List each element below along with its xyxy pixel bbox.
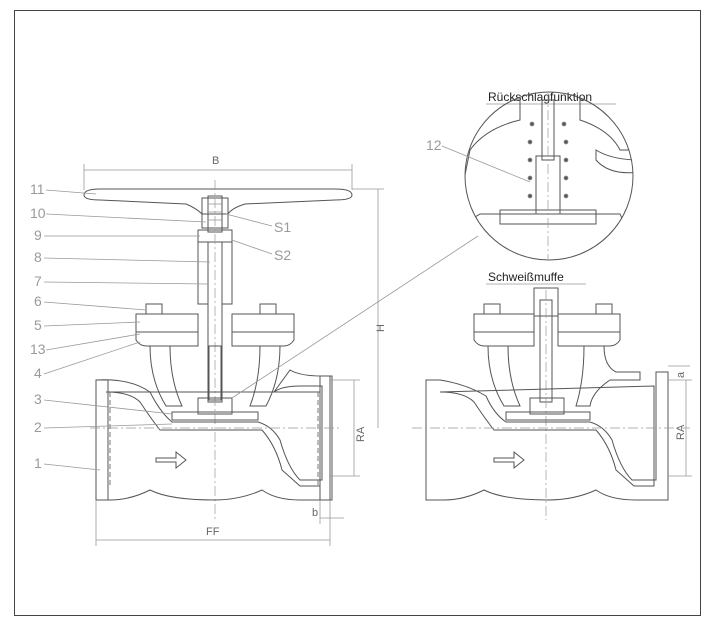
- svg-text:a: a: [675, 371, 687, 378]
- svg-text:H: H: [375, 324, 387, 332]
- part-number-callouts: 11 10 9 8 7 6 5 13 4 3 2 1: [30, 181, 211, 471]
- callout-S1: S1: [225, 213, 291, 235]
- dimension-B: B: [83, 155, 353, 190]
- svg-text:4: 4: [34, 365, 42, 381]
- callout-S2: S2: [231, 239, 291, 263]
- weld-socket-valve: Schweißmuffe RA a: [412, 270, 692, 520]
- svg-text:Schweißmuffe: Schweißmuffe: [488, 270, 564, 284]
- dimension-RA: RA: [330, 379, 367, 477]
- svg-text:6: 6: [34, 293, 42, 309]
- svg-text:b: b: [312, 507, 318, 519]
- check-function-detail: Rückschlagfunktion: [426, 90, 634, 261]
- svg-text:12: 12: [426, 137, 442, 153]
- svg-text:FF: FF: [206, 526, 220, 538]
- svg-text:5: 5: [34, 317, 42, 333]
- svg-text:S2: S2: [274, 247, 291, 263]
- valve-disc: [171, 411, 259, 421]
- svg-text:2: 2: [34, 419, 42, 435]
- svg-text:B: B: [212, 155, 219, 167]
- svg-text:RA: RA: [355, 426, 367, 442]
- svg-text:10: 10: [30, 205, 46, 221]
- svg-text:11: 11: [30, 181, 45, 197]
- dimension-b: b: [312, 500, 344, 524]
- svg-text:13: 13: [30, 341, 46, 357]
- main-valve-section: [83, 180, 353, 520]
- detail-leader: [231, 235, 479, 399]
- svg-text:1: 1: [34, 455, 42, 471]
- svg-text:7: 7: [34, 273, 42, 289]
- flow-arrow-icon: [155, 450, 187, 470]
- svg-text:S1: S1: [274, 219, 291, 235]
- svg-text:8: 8: [34, 249, 42, 265]
- valve-body: [95, 369, 331, 501]
- flow-arrow-icon-2: [493, 450, 525, 470]
- svg-text:3: 3: [34, 391, 42, 407]
- drawing-frame: [14, 10, 701, 616]
- dimension-FF: FF: [95, 500, 331, 546]
- handwheel: [83, 188, 353, 215]
- svg-text:RA: RA: [675, 424, 687, 440]
- dimension-H: H: [352, 188, 387, 428]
- svg-text:9: 9: [34, 227, 42, 243]
